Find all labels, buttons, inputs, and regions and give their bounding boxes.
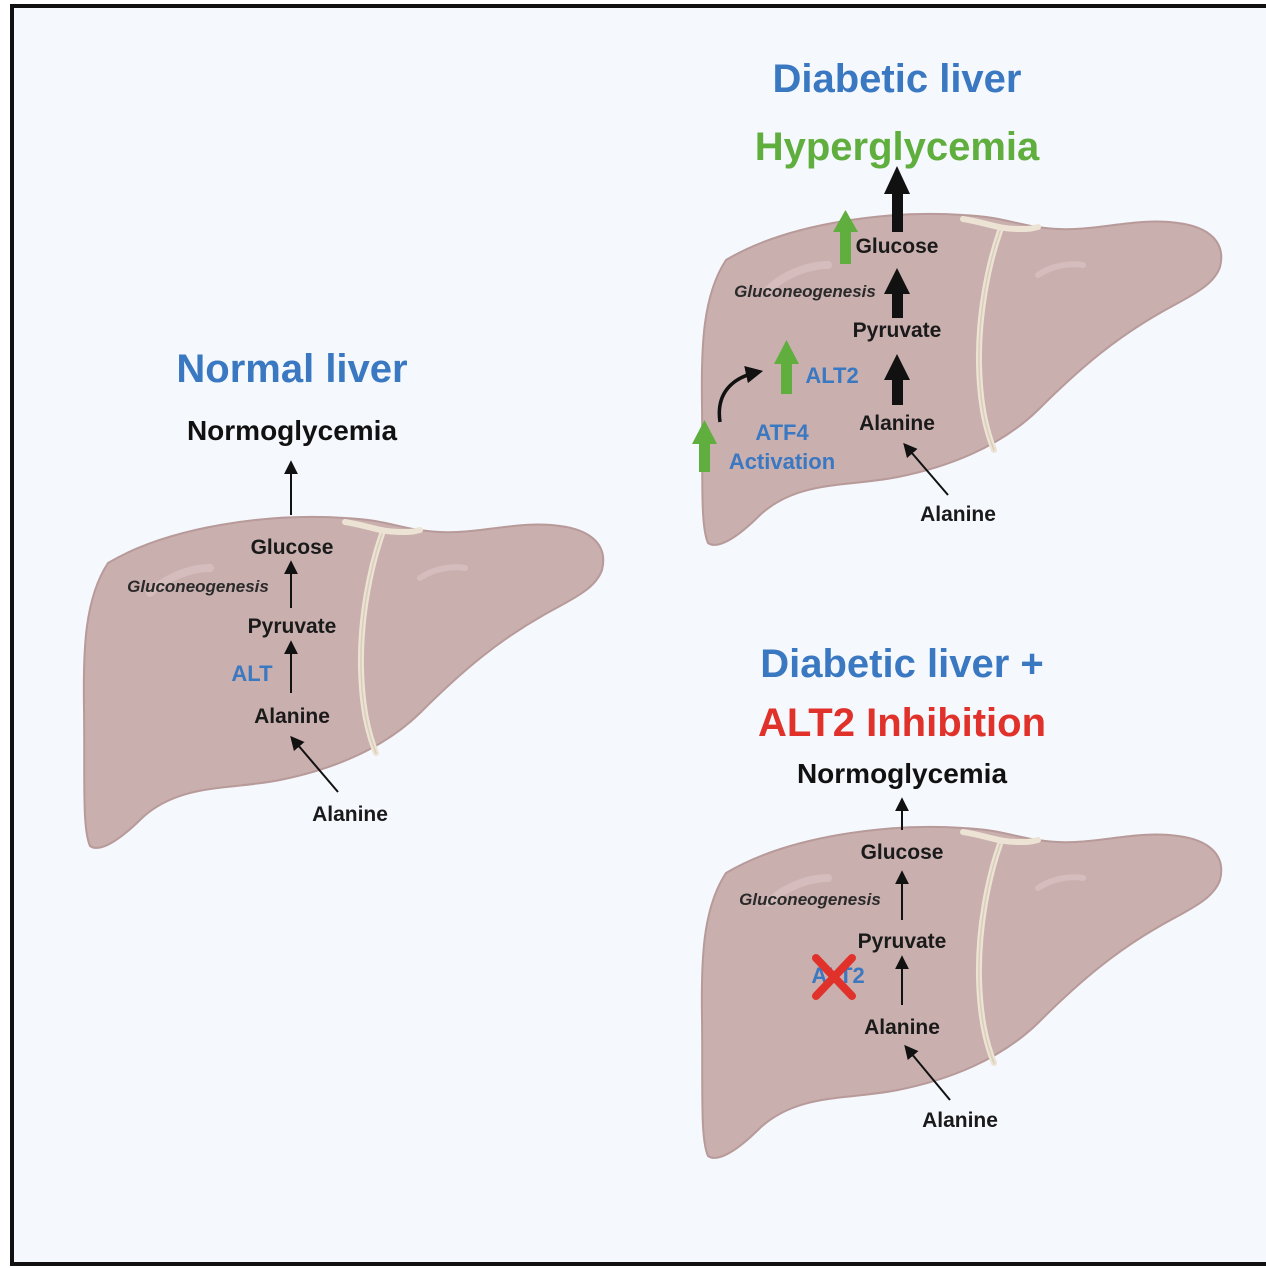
diabetic-pyruvate: Pyruvate xyxy=(853,319,942,342)
diabetic-liver-panel: Diabetic liver Hyperglycemia Glucose Glu… xyxy=(692,57,1221,545)
diabetic-process-label: Gluconeogenesis xyxy=(734,282,876,301)
atf4-activation-label: Activation xyxy=(729,449,835,474)
diabetic-title: Diabetic liver xyxy=(772,57,1021,101)
normal-process-label: Gluconeogenesis xyxy=(127,577,269,596)
diabetic-thick-arrow-glucose-out xyxy=(884,166,910,232)
normal-alanine: Alanine xyxy=(254,705,330,728)
normal-pyruvate: Pyruvate xyxy=(248,615,337,638)
normal-outcome: Normoglycemia xyxy=(187,415,397,446)
normal-title: Normal liver xyxy=(176,347,407,391)
normal-glucose: Glucose xyxy=(251,536,334,559)
diabetic-alanine: Alanine xyxy=(859,412,935,435)
diabetic-arrow-alanine-uptake xyxy=(903,442,949,496)
diabetic-outcome: Hyperglycemia xyxy=(755,125,1040,169)
inhibited-arrow-alanine-uptake xyxy=(904,1044,951,1101)
normal-enzyme-alt: ALT xyxy=(231,661,273,686)
atf4-increase-arrow-icon xyxy=(692,420,717,472)
normal-liver-panel: Normal liver Normoglycemia Glucose Gluco… xyxy=(84,347,603,848)
inhibited-title-line1: Diabetic liver + xyxy=(760,642,1043,686)
diabetic-alanine-input: Alanine xyxy=(920,503,996,526)
inhibited-title-line2: ALT2 Inhibition xyxy=(758,701,1046,745)
atf4-activation-curved-arrow xyxy=(717,366,764,423)
normal-alanine-input: Alanine xyxy=(312,803,388,826)
inhibited-pyruvate: Pyruvate xyxy=(858,930,947,953)
inhibited-outcome: Normoglycemia xyxy=(797,758,1007,789)
normal-arrow-alanine-uptake xyxy=(290,735,339,793)
inhibited-process-label: Gluconeogenesis xyxy=(739,890,881,909)
glucose-increase-arrow-icon xyxy=(833,210,858,264)
diabetic-glucose: Glucose xyxy=(856,235,939,258)
inhibited-glucose: Glucose xyxy=(861,841,944,864)
atf4-label: ATF4 xyxy=(755,420,809,445)
inhibited-alanine: Alanine xyxy=(864,1016,940,1039)
alt2-increase-arrow-icon xyxy=(774,340,799,394)
inhibited-liver-panel: Diabetic liver + ALT2 Inhibition Normogl… xyxy=(702,642,1221,1158)
diabetic-enzyme-alt2: ALT2 xyxy=(805,363,858,388)
diabetic-thick-arrow-pyruvate-glucose xyxy=(884,268,910,318)
inhibition-x-icon xyxy=(812,954,856,1000)
diabetic-thick-arrow-alanine-pyruvate xyxy=(884,354,910,405)
inhibited-alanine-input: Alanine xyxy=(922,1109,998,1132)
